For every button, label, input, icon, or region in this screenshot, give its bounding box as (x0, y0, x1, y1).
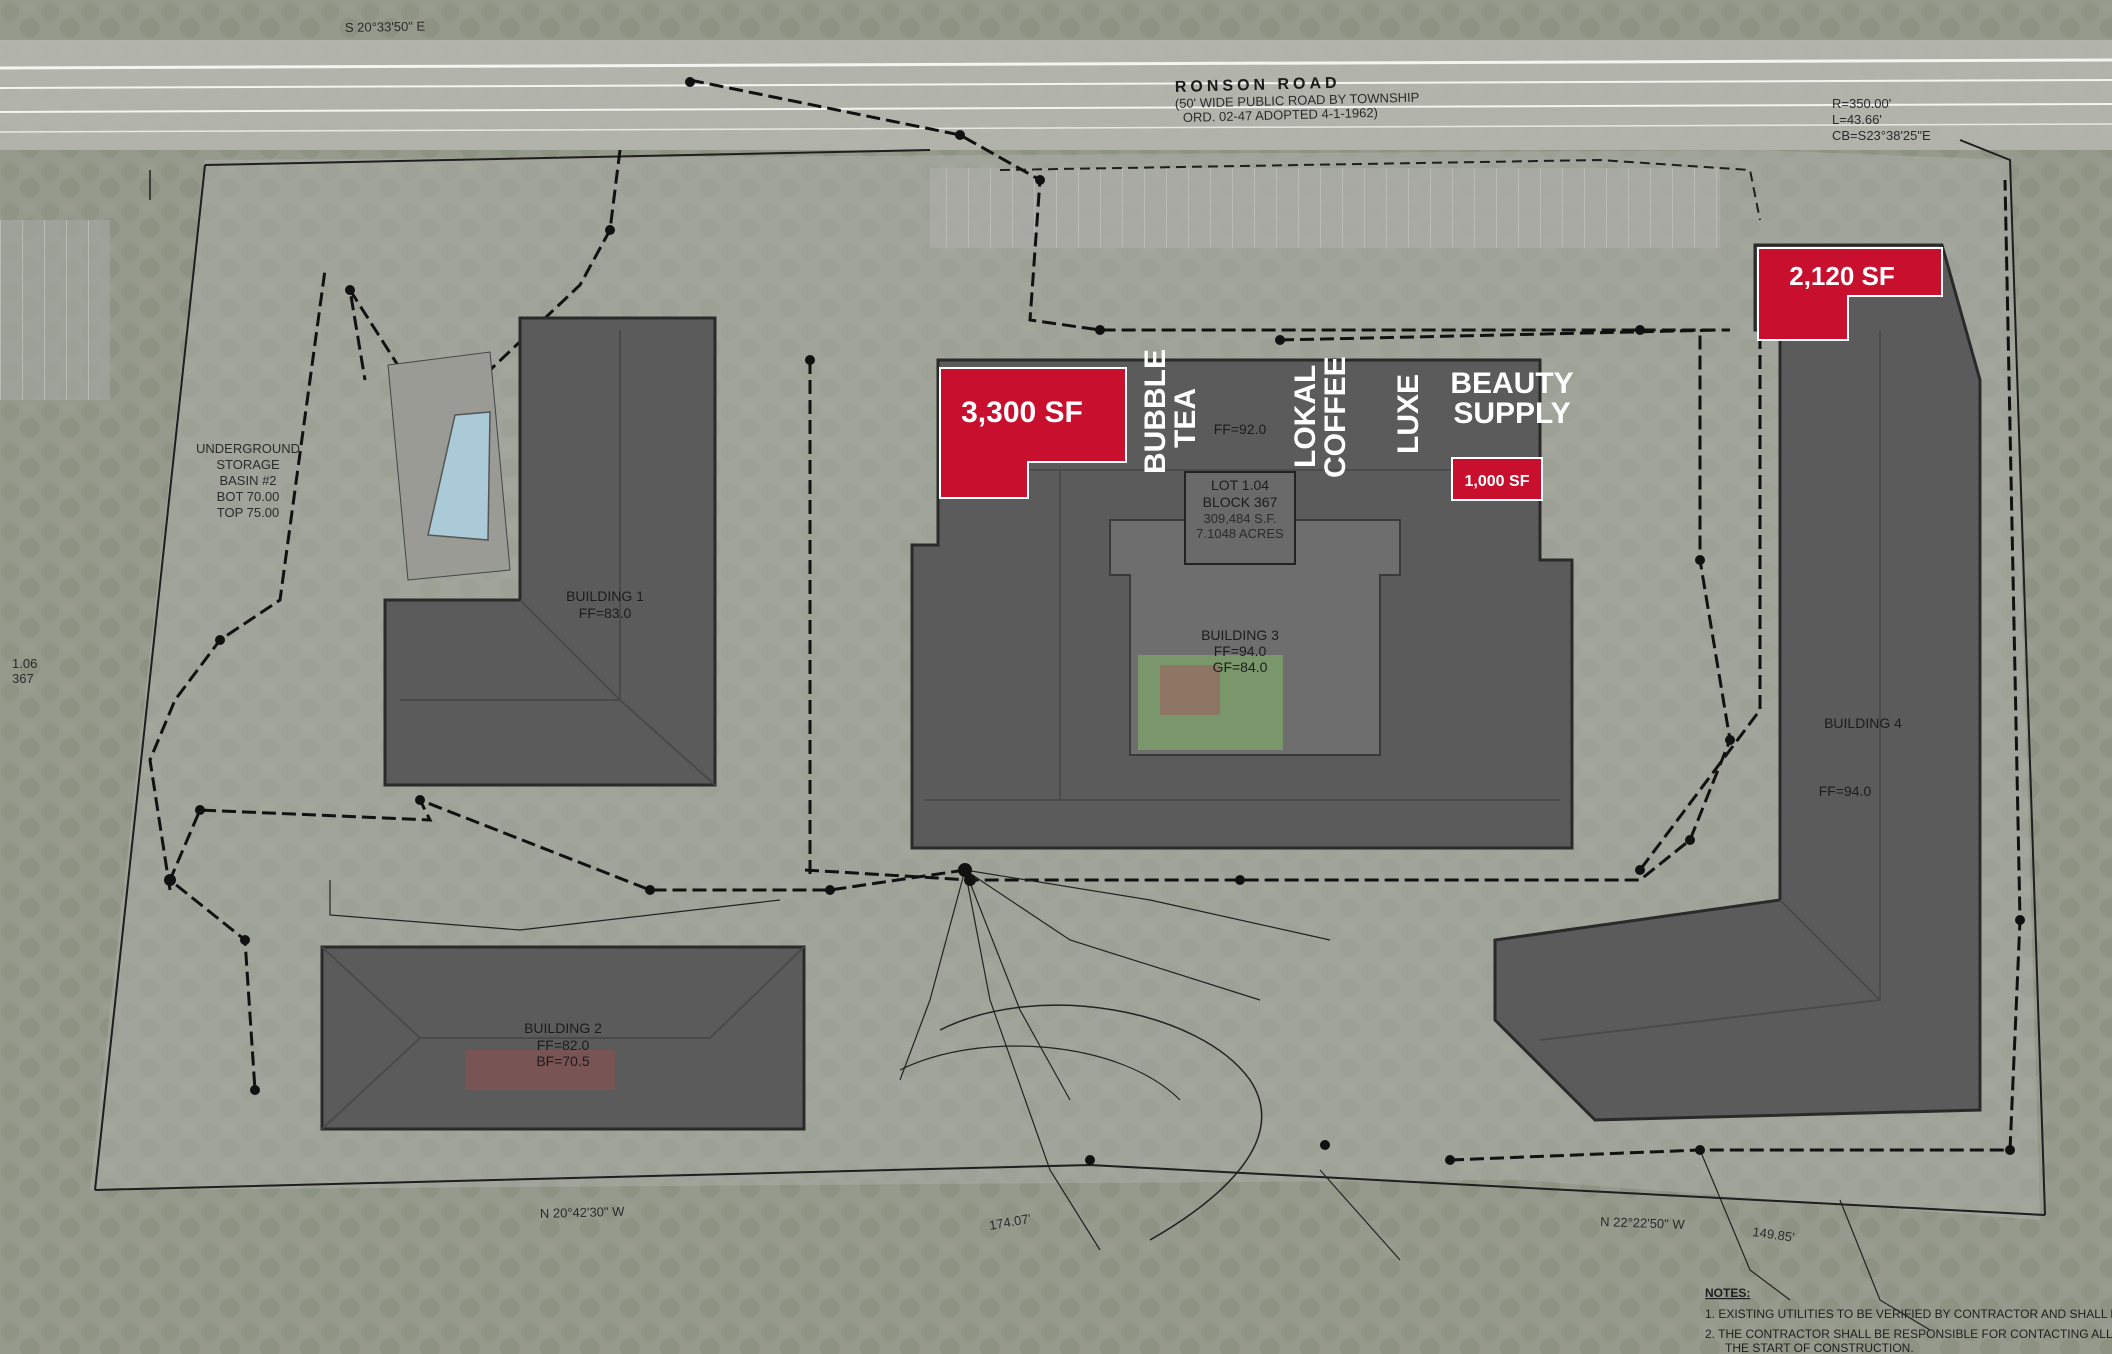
building-3-gf: GF=84.0 (1213, 659, 1268, 675)
boundary-labels: N 20°42'30" W N 22°22'50" W 174.07' 149.… (12, 656, 1796, 1245)
building-1-name: BUILDING 1 (566, 588, 644, 604)
curve-bearing: CB=S23°38'25"E (1832, 128, 1931, 143)
svg-text:BEAUTY: BEAUTY (1450, 367, 1573, 400)
space-1000-label: 1,000 SF (1465, 473, 1530, 490)
note-1: 1. EXISTING UTILITIES TO BE VERIFIED BY … (1705, 1307, 2112, 1321)
building-3: LOT 1.04 BLOCK 367 309,484 S.F. 7.1048 A… (910, 358, 1574, 850)
building-4-name: BUILDING 4 (1824, 715, 1902, 731)
thin-lines (329, 869, 1931, 1331)
adjacent-block: 367 (12, 671, 34, 686)
building-1: BUILDING 1 FF=83.0 (383, 316, 717, 787)
lot-area-sf: 309,484 S.F. (1204, 511, 1277, 526)
road-bearing: S 20°33'50" E (345, 19, 426, 35)
building-3-ff-north: FF=92.0 (1214, 421, 1267, 437)
svg-text:UNDERGROUND: UNDERGROUND (196, 441, 300, 456)
curve-length: L=43.66' (1832, 112, 1882, 127)
bearing-south-east: N 22°22'50" W (1600, 1214, 1686, 1232)
svg-text:LOKAL: LOKAL (1289, 365, 1322, 468)
svg-text:STORAGE: STORAGE (216, 457, 280, 472)
lot-area-acres: 7.1048 ACRES (1196, 526, 1284, 541)
dimension-b: 149.85' (1752, 1224, 1796, 1245)
tenant-bubble-tea: BUBBLE TEA (1139, 349, 1202, 474)
road-label: RONSON ROAD (50' WIDE PUBLIC ROAD BY TOW… (345, 19, 1931, 143)
space-2120-label: 2,120 SF (1789, 261, 1895, 291)
building-2-name: BUILDING 2 (524, 1020, 602, 1036)
svg-text:TOP 75.00: TOP 75.00 (217, 505, 279, 520)
svg-text:BUBBLE: BUBBLE (1139, 349, 1172, 474)
tenant-beauty-supply: BEAUTY SUPPLY (1450, 367, 1573, 430)
road-desc-1: (50' WIDE PUBLIC ROAD BY TOWNSHIP (1175, 90, 1420, 111)
notes-title: NOTES: (1705, 1286, 1750, 1300)
building-2-ff: FF=82.0 (537, 1037, 590, 1053)
note-3: THE START OF CONSTRUCTION. (1725, 1341, 1914, 1354)
adjacent-lot: 1.06 (12, 656, 37, 671)
building-4-ff: FF=94.0 (1819, 783, 1872, 799)
dimension-a: 174.07' (988, 1211, 1032, 1233)
tenant-lokal-coffee: LOKAL COFFEE (1289, 356, 1352, 478)
pool-area (387, 351, 511, 581)
utility-lines (148, 78, 2022, 1162)
svg-text:SUPPLY: SUPPLY (1453, 397, 1570, 430)
building-1-ff: FF=83.0 (579, 605, 632, 621)
available-space-1000[interactable]: 1,000 SF (1451, 457, 1543, 501)
storage-basin-label: UNDERGROUND STORAGE BASIN #2 BOT 70.00 T… (196, 441, 300, 520)
svg-text:TEA: TEA (1169, 388, 1202, 448)
building-3-ff: FF=94.0 (1214, 643, 1267, 659)
bearing-south-west: N 20°42'30" W (540, 1204, 626, 1221)
lot-block: BLOCK 367 (1203, 494, 1278, 510)
tenant-luxe: LUXE (1392, 374, 1425, 454)
note-2: 2. THE CONTRACTOR SHALL BE RESPONSIBLE F… (1705, 1327, 2112, 1341)
available-space-2120[interactable]: 2,120 SF (1757, 247, 1943, 341)
road-name: RONSON ROAD (1175, 75, 1341, 96)
available-space-3300[interactable]: 3,300 SF (939, 367, 1127, 499)
utility-structures (164, 77, 2025, 1165)
svg-text:BOT 70.00: BOT 70.00 (217, 489, 280, 504)
building-3-name: BUILDING 3 (1201, 627, 1279, 643)
lot-number: LOT 1.04 (1211, 477, 1269, 493)
building-2: BUILDING 2 FF=82.0 BF=70.5 (320, 945, 806, 1131)
svg-text:LUXE: LUXE (1392, 374, 1425, 454)
building-2-bf: BF=70.5 (536, 1053, 590, 1069)
road-desc-2: ORD. 02-47 ADOPTED 4-1-1962) (1183, 105, 1378, 125)
svg-text:BASIN #2: BASIN #2 (219, 473, 276, 488)
curve-radius: R=350.00' (1832, 96, 1891, 111)
notes-block: NOTES: 1. EXISTING UTILITIES TO BE VERIF… (1705, 1286, 2112, 1354)
space-3300-label: 3,300 SF (961, 396, 1083, 429)
svg-text:COFFEE: COFFEE (1319, 356, 1352, 478)
